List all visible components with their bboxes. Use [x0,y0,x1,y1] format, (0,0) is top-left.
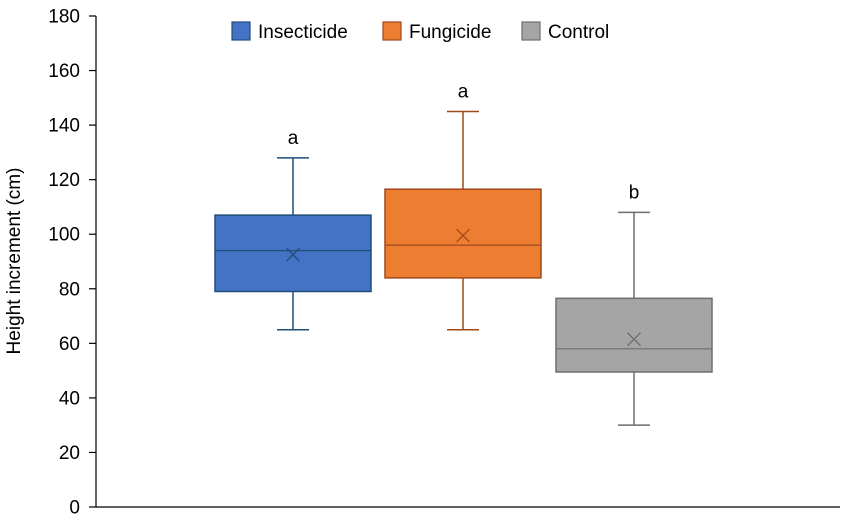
y-axis-label: Height increment (cm) [4,168,25,355]
y-tick-label: 120 [48,170,80,191]
iqr-box [555,297,713,373]
axes [95,16,840,508]
mean-marker [627,332,641,347]
y-tick-label: 40 [59,388,80,409]
boxes: a a b [214,81,713,426]
legend-swatch [231,21,251,41]
y-tick-label: 160 [48,61,80,82]
y-tick-label: 140 [48,116,80,137]
significance-letter: a [458,81,469,102]
legend: Insecticide Fungicide Control [231,21,609,43]
y-ticks: 0 20 40 60 80 100 120 140 160 180 [48,7,96,519]
legend-label: Insecticide [258,22,348,43]
y-tick-label: 60 [59,334,80,355]
y-tick-label: 80 [59,279,80,300]
box-control: b [555,182,713,426]
legend-label: Fungicide [409,22,491,43]
y-tick-label: 0 [69,498,80,519]
significance-letter: b [629,182,640,203]
legend-swatch [382,21,402,41]
legend-swatch [521,21,541,41]
y-tick-label: 180 [48,7,80,28]
mean-marker [286,247,300,262]
legend-item-insecticide: Insecticide [231,21,348,43]
legend-item-control: Control [521,21,609,43]
box-insecticide: a [214,128,372,331]
y-tick-label: 20 [59,443,80,464]
legend-item-fungicide: Fungicide [382,21,491,43]
significance-letter: a [288,128,299,149]
legend-label: Control [548,22,609,43]
box-fungicide: a [384,81,542,331]
mean-marker [456,228,470,243]
y-tick-label: 100 [48,225,80,246]
iqr-box [384,188,542,279]
iqr-box [214,214,372,293]
